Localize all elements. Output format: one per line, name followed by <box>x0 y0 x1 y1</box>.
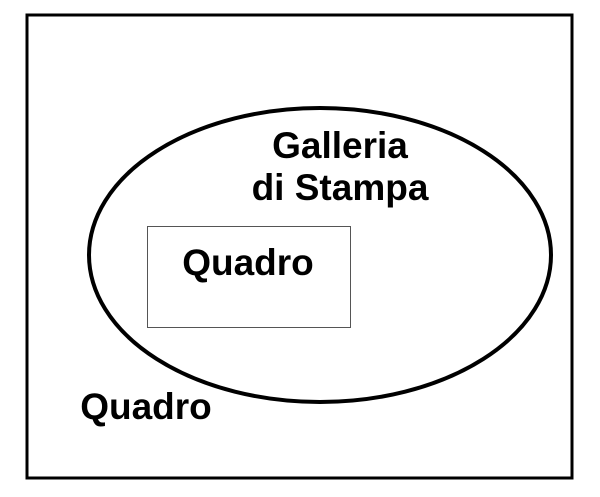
galleria-label-line1: Galleria <box>272 125 408 166</box>
inner-quadro-label: Quadro <box>182 242 314 283</box>
outer-rectangle <box>25 13 574 480</box>
galleria-label-line2: di Stampa <box>252 167 429 208</box>
inner-rectangle <box>147 226 351 328</box>
galleria-ellipse <box>87 106 553 404</box>
outer-quadro-label: Quadro <box>80 386 212 427</box>
